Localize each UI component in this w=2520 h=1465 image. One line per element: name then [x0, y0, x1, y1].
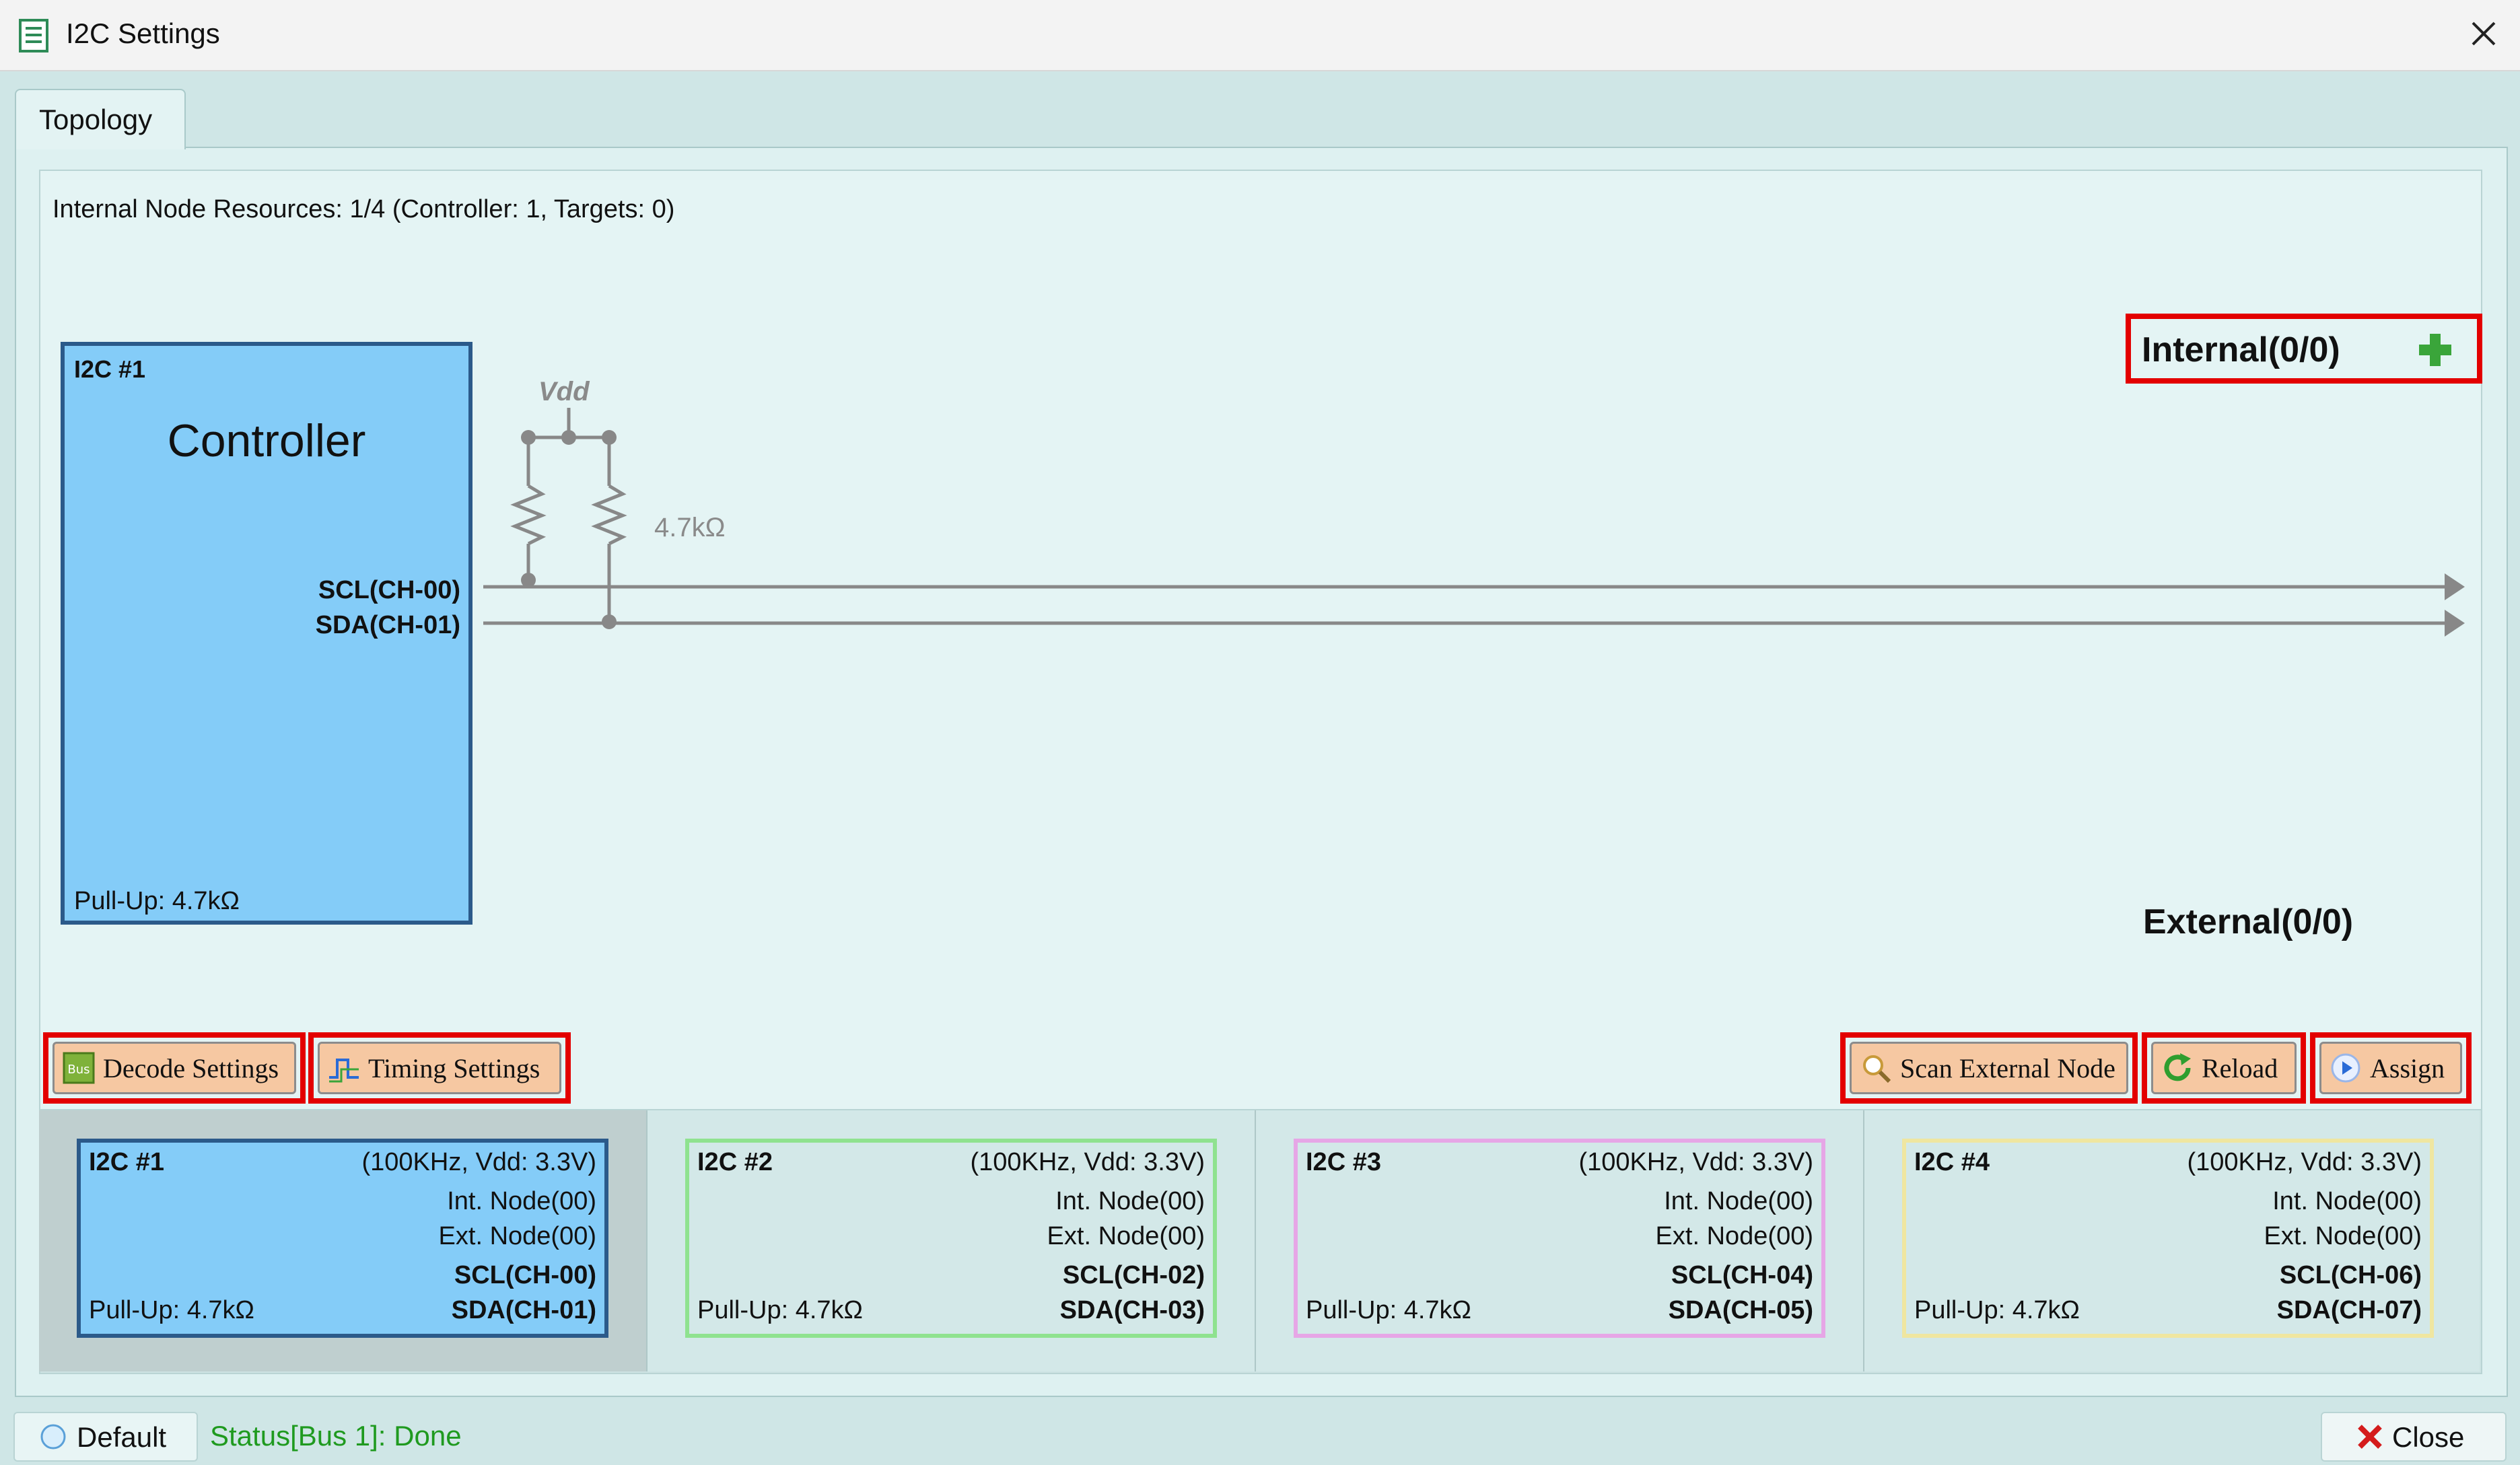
- add-icon[interactable]: [2416, 331, 2454, 369]
- controller-scl: SCL(CH-00): [318, 576, 460, 604]
- channel-id: I2C #1: [89, 1148, 164, 1176]
- channel-cell-1[interactable]: I2C #1 (100KHz, Vdd: 3.3V) Int. Node(00)…: [39, 1110, 648, 1371]
- timing-highlight: [308, 1032, 571, 1104]
- window-title: I2C Settings: [66, 17, 220, 49]
- channel-ext-node: Ext. Node(00): [1047, 1222, 1205, 1250]
- timing-waveform-icon: [329, 1059, 359, 1083]
- channel-card-4[interactable]: I2C #4 (100KHz, Vdd: 3.3V) Int. Node(00)…: [1902, 1139, 2434, 1338]
- channel-int-node: Int. Node(00): [2272, 1187, 2422, 1215]
- controller-block[interactable]: I2C #1 Controller SCL(CH-00) SDA(CH-01) …: [61, 342, 473, 925]
- channel-pullup: Pull-Up: 4.7kΩ: [1306, 1296, 1471, 1324]
- refresh-icon: [2164, 1053, 2191, 1081]
- channel-spec: (100KHz, Vdd: 3.3V): [970, 1148, 1205, 1176]
- close-icon[interactable]: [2463, 13, 2504, 54]
- timing-settings-label: Timing Settings: [368, 1052, 540, 1083]
- channel-pullup: Pull-Up: 4.7kΩ: [697, 1296, 863, 1324]
- default-profile-label: Default: [77, 1421, 167, 1453]
- radio-icon: [40, 1424, 66, 1450]
- tab-label: Topology: [39, 104, 153, 135]
- close-button[interactable]: Close: [2321, 1412, 2507, 1462]
- channel-id: I2C #3: [1306, 1148, 1381, 1176]
- node-resources-text: Internal Node Resources: 1/4 (Controller…: [53, 195, 675, 223]
- scan-external-node-label: Scan External Node: [1900, 1052, 2115, 1083]
- channel-scl: SCL(CH-04): [1671, 1261, 1813, 1289]
- channel-card-2[interactable]: I2C #2 (100KHz, Vdd: 3.3V) Int. Node(00)…: [685, 1139, 1217, 1338]
- reload-label: Reload: [2202, 1052, 2278, 1083]
- channel-pullup: Pull-Up: 4.7kΩ: [1914, 1296, 2080, 1324]
- external-nodes-label: External(0/0): [2143, 902, 2354, 941]
- channel-spec: (100KHz, Vdd: 3.3V): [2187, 1148, 2422, 1176]
- channel-ext-node: Ext. Node(00): [1655, 1222, 1813, 1250]
- channel-card-1[interactable]: I2C #1 (100KHz, Vdd: 3.3V) Int. Node(00)…: [77, 1139, 608, 1338]
- channel-pullup: Pull-Up: 4.7kΩ: [89, 1296, 254, 1324]
- channel-ext-node: Ext. Node(00): [438, 1222, 596, 1250]
- channel-int-node: Int. Node(00): [1664, 1187, 1813, 1215]
- close-label: Close: [2392, 1421, 2465, 1453]
- scan-highlight: [1840, 1032, 2138, 1104]
- close-red-icon: [2358, 1425, 2382, 1449]
- magnifier-icon: [1863, 1055, 1891, 1083]
- assign-highlight: [2310, 1032, 2472, 1104]
- tab-topology[interactable]: Topology: [15, 89, 186, 149]
- channel-cell-3[interactable]: I2C #3 (100KHz, Vdd: 3.3V) Int. Node(00)…: [1256, 1110, 1864, 1371]
- controller-id: I2C #1: [74, 355, 146, 383]
- channel-int-node: Int. Node(00): [447, 1187, 596, 1215]
- channel-sda: SDA(CH-07): [2276, 1296, 2422, 1324]
- channel-int-node: Int. Node(00): [1055, 1187, 1205, 1215]
- status-text: Status[Bus 1]: Done: [210, 1420, 462, 1452]
- resistor-label: 4.7kΩ: [654, 513, 726, 542]
- controller-role: Controller: [167, 415, 366, 466]
- controller-pullup: Pull-Up: 4.7kΩ: [74, 887, 240, 915]
- channel-sda: SDA(CH-03): [1059, 1296, 1205, 1324]
- channel-scl: SCL(CH-00): [454, 1261, 596, 1289]
- channel-sda: SDA(CH-05): [1668, 1296, 1813, 1324]
- assign-button[interactable]: Assign: [2319, 1042, 2462, 1094]
- scan-external-node-button[interactable]: Scan External Node: [1850, 1042, 2128, 1094]
- channel-spec: (100KHz, Vdd: 3.3V): [361, 1148, 596, 1176]
- channel-card-3[interactable]: I2C #3 (100KHz, Vdd: 3.3V) Int. Node(00)…: [1294, 1139, 1825, 1338]
- decode-settings-button[interactable]: Bus Decode Settings: [53, 1042, 296, 1094]
- timing-settings-button[interactable]: Timing Settings: [318, 1042, 561, 1094]
- internal-nodes-label: Internal(0/0): [2142, 330, 2340, 369]
- svg-text:Bus: Bus: [67, 1063, 90, 1077]
- assign-label: Assign: [2370, 1052, 2445, 1083]
- play-icon: [2331, 1053, 2360, 1083]
- default-profile-button[interactable]: Default: [13, 1412, 198, 1462]
- controller-sda: SDA(CH-01): [315, 611, 460, 639]
- channel-id: I2C #4: [1914, 1148, 1990, 1176]
- channel-id: I2C #2: [697, 1148, 773, 1176]
- channel-ext-node: Ext. Node(00): [2264, 1222, 2422, 1250]
- channel-cell-2[interactable]: I2C #2 (100KHz, Vdd: 3.3V) Int. Node(00)…: [648, 1110, 1256, 1371]
- reload-button[interactable]: Reload: [2151, 1042, 2297, 1094]
- channel-spec: (100KHz, Vdd: 3.3V): [1578, 1148, 1813, 1176]
- internal-highlight: [2126, 314, 2482, 384]
- reload-highlight: [2142, 1032, 2306, 1104]
- decode-settings-label: Decode Settings: [103, 1052, 279, 1083]
- vdd-label: Vdd: [538, 377, 590, 406]
- channel-scl: SCL(CH-06): [2279, 1261, 2422, 1289]
- decode-highlight: [43, 1032, 306, 1104]
- title-bar: I2C Settings: [0, 0, 2520, 71]
- channel-scl: SCL(CH-02): [1062, 1261, 1205, 1289]
- bus-icon: Bus: [63, 1052, 95, 1084]
- channel-sda: SDA(CH-01): [451, 1296, 596, 1324]
- document-list-icon: [19, 19, 48, 52]
- channel-cell-4[interactable]: I2C #4 (100KHz, Vdd: 3.3V) Int. Node(00)…: [1864, 1110, 2480, 1371]
